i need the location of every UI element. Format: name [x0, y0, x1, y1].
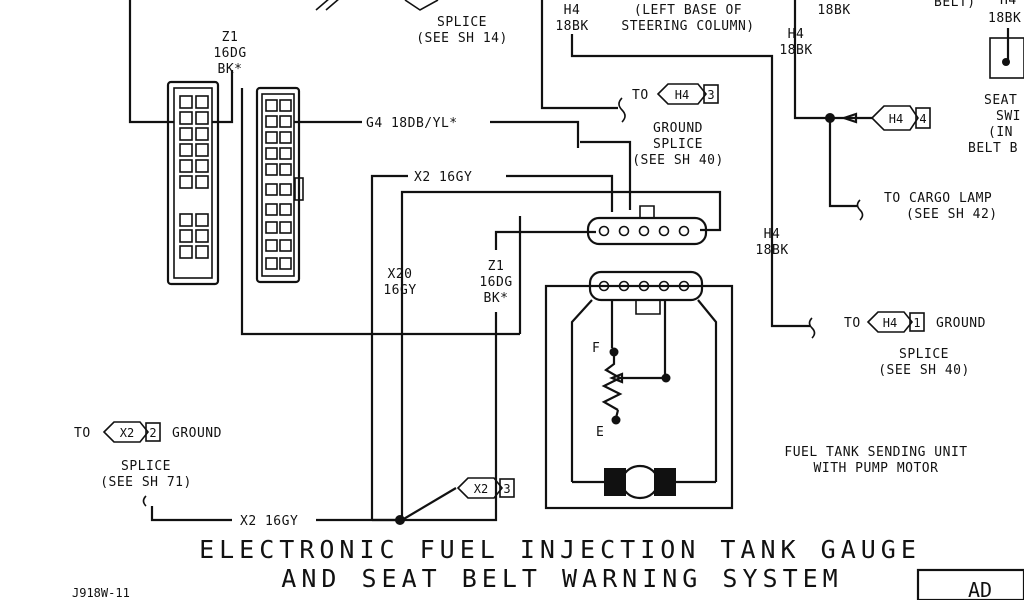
h4-right-line2: 18BK	[779, 43, 812, 58]
seat-line1: SEAT	[984, 93, 1017, 108]
right-connector	[255, 86, 304, 284]
z1-mid-line1: Z1	[488, 259, 505, 274]
g4-label: G4 18DB/YL*	[366, 116, 458, 131]
drawing-code: J918W-11	[72, 586, 130, 600]
wire-x2-bottom	[150, 487, 457, 525]
z1-mid-line2: 16DG	[479, 275, 512, 290]
x2-2-ground: GROUND	[172, 426, 222, 441]
h4-1-tag: H4	[883, 316, 897, 330]
belt-top: BELT)	[934, 0, 976, 10]
h4-3-tag: H4	[675, 88, 689, 102]
ground-splice-line2: SPLICE	[653, 137, 703, 152]
h4-mid-line1: H4	[764, 227, 781, 242]
tag-x2-3	[456, 477, 515, 499]
wire-x2-mid	[370, 174, 614, 520]
h4-left-line1: H4	[564, 3, 581, 18]
ground-splice-line3: (SEE SH 40)	[632, 153, 724, 168]
seat-line2: SWI	[996, 109, 1021, 124]
splice-sh71-line1: SPLICE	[121, 459, 171, 474]
ref-box-label: AD	[968, 578, 992, 600]
sender-line2: WITH PUMP MOTOR	[814, 461, 939, 476]
z1-top-line1: Z1	[222, 30, 239, 45]
title-line2: AND SEAT BELT WARNING SYSTEM	[281, 564, 842, 593]
tag-h4-3	[656, 83, 719, 105]
cargo-line1: TO CARGO LAMP	[884, 191, 992, 206]
wire-g4	[294, 120, 632, 210]
tag-h4-4	[840, 105, 931, 131]
h4-mid-line2: 18BK	[755, 243, 788, 258]
wire-top-left	[128, 0, 439, 124]
z1-top-line3: BK*	[218, 62, 243, 77]
x20-line2: 16GY	[383, 283, 416, 298]
steering-line2: STEERING COLUMN)	[621, 19, 754, 34]
x2-3-num: 3	[503, 482, 510, 496]
to-h4-1: TO	[844, 316, 861, 331]
z1-mid-line3: BK*	[484, 291, 509, 306]
title-line1: ELECTRONIC FUEL INJECTION TANK GAUGE	[199, 535, 921, 564]
seat-line4: BELT B	[968, 141, 1018, 156]
x2-mid-label: X2 16GY	[414, 170, 472, 185]
splice-connector	[586, 205, 708, 246]
wire-x20	[400, 190, 722, 520]
to-h4-3: TO	[632, 88, 649, 103]
seat-line3: (IN	[988, 125, 1013, 140]
x2-2-tag: X2	[120, 426, 134, 440]
h4-1-num: 1	[913, 316, 920, 330]
h4-top-right: 18BK	[817, 3, 850, 18]
h4-3-num: 3	[707, 88, 714, 102]
cargo-line2: (SEE SH 42)	[906, 207, 998, 222]
f-terminal: F	[592, 341, 600, 356]
wire-z1-mid	[402, 230, 596, 522]
steering-line1: (LEFT BASE OF	[634, 3, 742, 18]
z1-top-line2: 16DG	[213, 46, 246, 61]
ground-splice-line1: GROUND	[653, 121, 703, 136]
splice-sh40-line2: (SEE SH 40)	[878, 363, 970, 378]
x20-line1: X20	[388, 267, 413, 282]
tag-h4-1	[866, 311, 925, 333]
tag-x2-2	[102, 421, 161, 443]
x2-3-tag: X2	[474, 482, 488, 496]
seat-belt-switch	[989, 28, 1024, 79]
wire-loop	[240, 88, 522, 336]
left-connector	[166, 80, 220, 286]
splice-sh40-line1: SPLICE	[899, 347, 949, 362]
h4-4-tag: H4	[889, 112, 903, 126]
sender-line1: FUEL TANK SENDING UNIT	[784, 445, 967, 460]
wire-terminators	[142, 97, 864, 507]
h4-left-line2: 18BK	[555, 19, 588, 34]
h4-far-line2: 18BK	[988, 11, 1021, 26]
splice-top-line2: (SEE SH 14)	[416, 31, 508, 46]
fuel-tank-sending-unit	[544, 270, 734, 510]
x2-bottom-label: X2 16GY	[240, 514, 298, 529]
splice-sh71-line2: (SEE SH 71)	[100, 475, 192, 490]
x2-2-num: 2	[149, 426, 156, 440]
h4-1-ground: GROUND	[936, 316, 986, 331]
h4-far-line1: H4	[1000, 0, 1017, 8]
e-terminal: E	[596, 425, 604, 440]
h4-4-num: 4	[919, 112, 926, 126]
splice-top-line1: SPLICE	[437, 15, 487, 30]
h4-right-line1: H4	[788, 27, 805, 42]
to-x2-2: TO	[74, 426, 91, 441]
